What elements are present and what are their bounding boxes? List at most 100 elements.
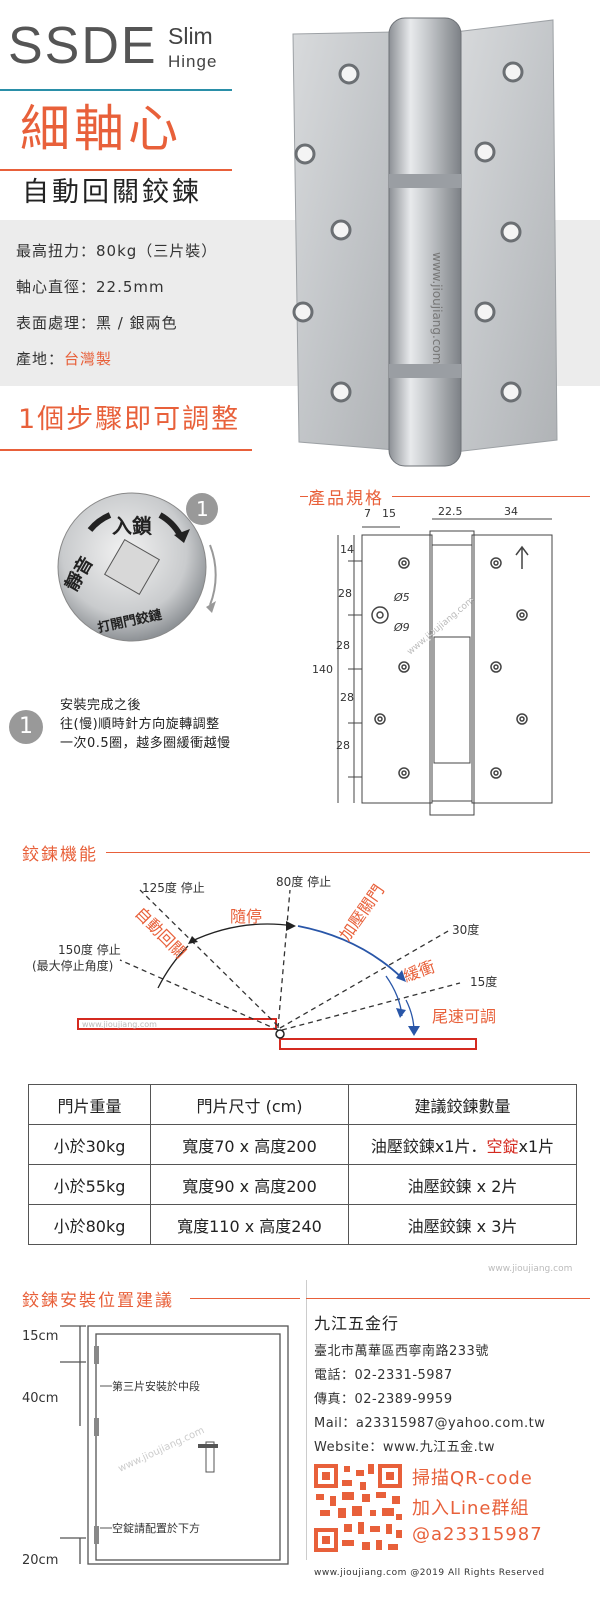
spec-label: 表面處理： [16,314,97,332]
table-cell-size: 寬度110 x 高度240 [150,1204,349,1245]
banner-underline [0,449,252,451]
table-cell-qty: 油壓鉸鍊 x 3片 [348,1204,577,1245]
function-title: 鉸鍊機能 [22,840,106,865]
function-diagram: 125度 停止 80度 停止 150度 停止 (最大停止角度) 30度 15度 … [32,874,497,1050]
table-row: 小於80kg 寬度110 x 高度240 油壓鉸鍊 x 3片 [28,1204,577,1245]
adjust-banner: 1個步驟即可調整 [18,404,241,435]
header-divider-orange [0,169,232,171]
hinge-photo: www.jioujiang.com [292,17,558,467]
company-mail[interactable]: Mail：a23315987@yahoo.com.tw [314,1416,546,1431]
brand-hinge: Hinge [168,52,218,71]
dim-left-28: 28 [336,639,350,652]
qty-text: x1片 [518,1136,555,1156]
label-press-close: 加壓關門 [336,881,388,944]
step-line: 安裝完成之後 [60,698,142,713]
dim-left-14: 14 [340,543,354,556]
technical-drawing: 7 15 22.5 34 14 28 28 28 28 140 Ø5 Ø9 ww… [312,505,553,816]
step-instructions: 安裝完成之後 往(慢)順時針方向旋轉調整 一次0.5圈，越多圈緩衝越慢 [60,696,231,753]
label-150: 150度 停止 [58,942,121,957]
dim-top-7: 7 [364,507,371,520]
up-arrow-icon [515,545,529,569]
table-header-cell: 門片重量 [28,1084,151,1125]
drawing-watermark: www.jioujiang.com [406,595,477,657]
adjust-knob: 入鎖 靜音 打開門鉸鏈 1 [57,492,218,642]
qr-line-1: 掃描QR-code [412,1468,533,1489]
spec-list: 最高扭力：80kg（三片裝） 軸心直徑：22.5mm 表面處理：黑 / 銀兩色 … [16,240,217,384]
table-cell-qty: 油壓鉸鍊x1片．空錠x1片 [348,1124,577,1165]
table-cell-weight: 小於80kg [28,1204,151,1245]
install-bottom-dim: 20cm [22,1553,58,1568]
spec-title-rule [300,496,590,497]
brand-slim: Slim [168,23,213,49]
dim-height-140: 140 [312,663,333,676]
product-spec-title: 產品規格 [308,484,392,509]
recommendation-table: 門片重量 門片尺寸 (cm) 建議鉸鍊數量 小於30kg 寬度70 x 高度20… [28,1084,577,1245]
table-header-cell: 門片尺寸 (cm) [150,1084,349,1125]
table-cell-size: 寬度90 x 高度200 [150,1164,349,1205]
step-line: 一次0.5圈，越多圈緩衝越慢 [60,736,231,751]
table-watermark: www.jioujiang.com [488,1264,573,1274]
spec-value: 22.5mm [96,278,165,296]
company-phone: 電話：02-2331-5987 [314,1368,453,1383]
function-watermark: www.jioujiang.com [82,1020,157,1029]
dim-left-28: 28 [338,587,352,600]
label-auto-close: 自動回關 [131,903,190,962]
spec-row: 軸心直徑：22.5mm [16,276,217,312]
install-title-rule [190,1298,300,1299]
dim-top-15: 15 [382,507,396,520]
label-125: 125度 停止 [142,880,205,895]
dim-hole-large: Ø9 [393,621,410,634]
install-mid-dim: 40cm [22,1391,58,1406]
spec-value: 黑 / 銀兩色 [96,314,178,332]
install-title: 鉸鍊安裝位置建議 [22,1286,182,1311]
label-tail-speed: 尾速可調 [432,1007,496,1026]
install-watermark: www.jioujiang.com [117,1425,207,1475]
dim-hole-small: Ø5 [393,591,410,604]
knob-step-badge: 1 [196,497,209,521]
table-cell-weight: 小於30kg [28,1124,151,1165]
spec-value: 80kg（三片裝） [96,242,218,260]
table-row: 小於55kg 寬度90 x 高度200 油壓鉸鍊 x 2片 [28,1164,577,1205]
install-note-bottom: 空錠請配置於下方 [112,1521,200,1535]
spec-label: 軸心直徑： [16,278,97,296]
table-header-row: 門片重量 門片尺寸 (cm) 建議鉸鍊數量 [28,1084,577,1125]
step-line: 往(慢)順時針方向旋轉調整 [60,717,220,732]
spec-row: 表面處理：黑 / 銀兩色 [16,312,217,348]
table-cell-size: 寬度70 x 高度200 [150,1124,349,1165]
qty-text: 油壓鉸鍊x1片． [370,1136,487,1156]
install-right-rule [306,1298,590,1299]
company-name: 九江五金行 [314,1314,400,1333]
dim-left-28: 28 [336,739,350,752]
table-cell-qty: 油壓鉸鍊 x 2片 [348,1164,577,1205]
spec-row: 最高扭力：80kg（三片裝） [16,240,217,276]
install-divider [306,1280,307,1560]
company-address: 臺北市萬華區西寧南路233號 [314,1344,489,1359]
dim-left-28: 28 [340,691,354,704]
spec-value-origin: 台灣製 [64,350,113,368]
knob-label-lock: 入鎖 [112,514,153,538]
install-note-mid: 第三片安裝於中段 [112,1379,200,1393]
header-divider-blue [0,89,232,91]
label-80: 80度 停止 [276,874,331,889]
company-fax: 傳真：02-2389-9959 [314,1392,453,1407]
label-30: 30度 [452,922,479,937]
spec-label: 產地： [16,350,65,368]
label-15: 15度 [470,974,497,989]
table-cell-weight: 小於55kg [28,1164,151,1205]
spec-row: 產地：台灣製 [16,348,217,384]
install-top-dim: 15cm [22,1329,58,1344]
qr-code[interactable] [312,1462,404,1554]
hinge-photo-watermark: www.jioujiang.com [430,252,444,364]
label-150-note: (最大停止角度) [32,958,113,973]
qty-highlight: 空錠 [486,1136,519,1156]
table-header-cell: 建議鉸鍊數量 [348,1084,577,1125]
page-title: 細軸心 [20,100,182,158]
dim-top-34: 34 [504,505,518,518]
company-website[interactable]: Website：www.九江五金.tw [314,1440,496,1455]
qr-line-3: @a23315987 [412,1524,543,1545]
brand-ssde: SSDE [8,17,158,75]
label-buffer: 緩衝 [401,957,438,986]
door-diagram: 15cm 40cm 20cm 第三片安裝於中段 空錠請配置於下方 www.jio… [22,1325,289,1568]
step-badge: 1 [9,710,43,744]
function-title-rule [100,852,590,853]
